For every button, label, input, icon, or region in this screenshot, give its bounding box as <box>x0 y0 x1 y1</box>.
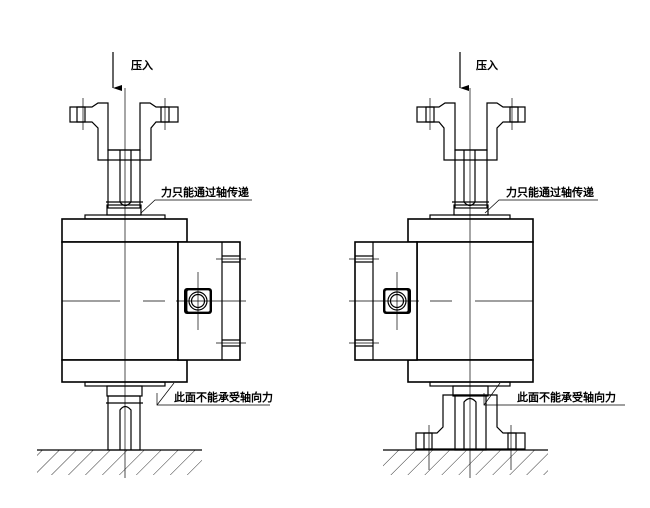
surface-label: 此面不能承受轴向力 <box>517 390 616 404</box>
right-figure: 压入 力只能通过轴传递 此面不能承受轴向力 <box>348 52 625 478</box>
press-label: 压入 <box>476 58 498 72</box>
press-label: 压入 <box>131 58 153 72</box>
surface-label: 此面不能承受轴向力 <box>174 390 273 404</box>
force-label: 力只能通过轴传递 <box>161 185 249 199</box>
left-figure: 压入 力只能通过轴传递 此面不能承受轴向力 <box>37 52 273 478</box>
force-label: 力只能通过轴传递 <box>506 185 594 199</box>
